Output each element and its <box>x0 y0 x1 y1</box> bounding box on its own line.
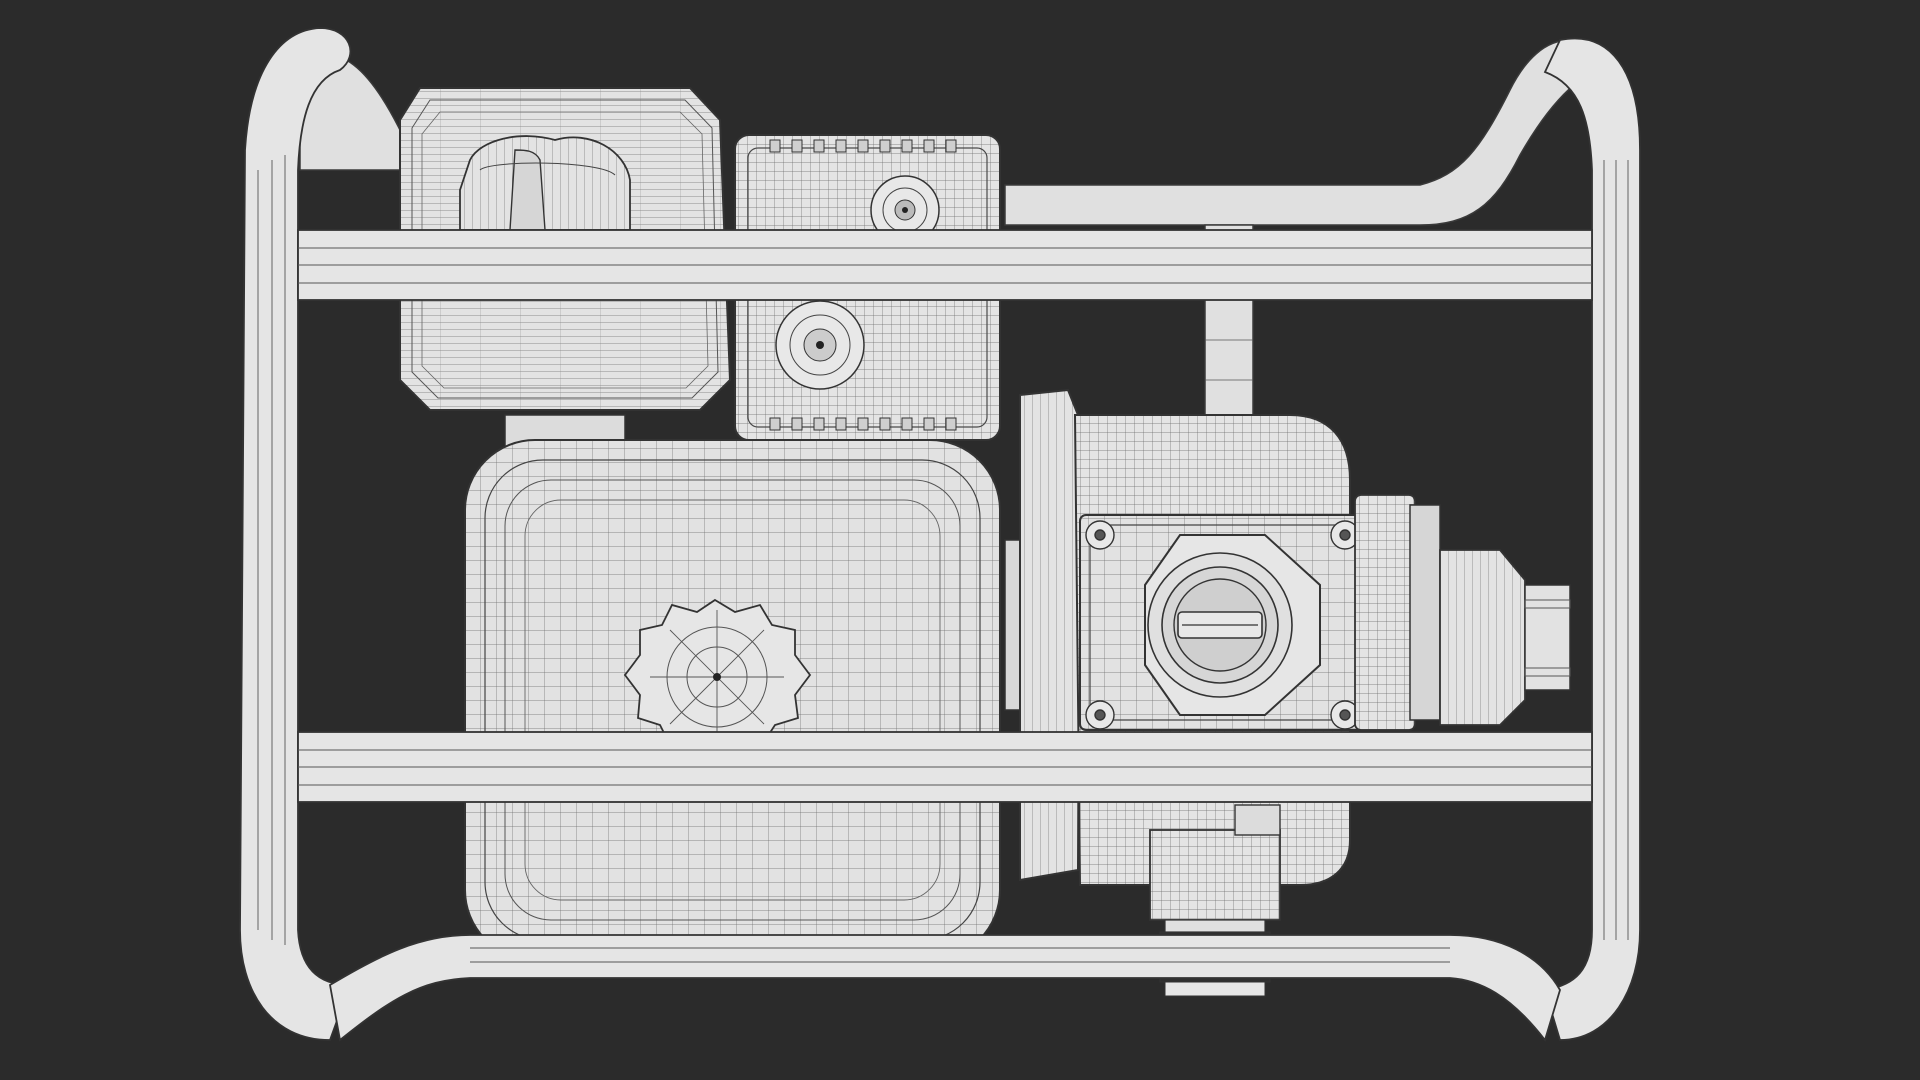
cage-wire-detail <box>257 155 1629 963</box>
engine-block <box>464 414 1001 961</box>
fuel-cap <box>459 135 631 231</box>
front-cage <box>239 27 1641 1042</box>
air-filter-knob-top <box>870 175 940 245</box>
priming-plug <box>1144 534 1321 716</box>
oil-filler-knob <box>623 598 812 754</box>
air-filter-knob-bottom <box>775 300 865 390</box>
outlet-nozzle <box>1439 549 1571 726</box>
